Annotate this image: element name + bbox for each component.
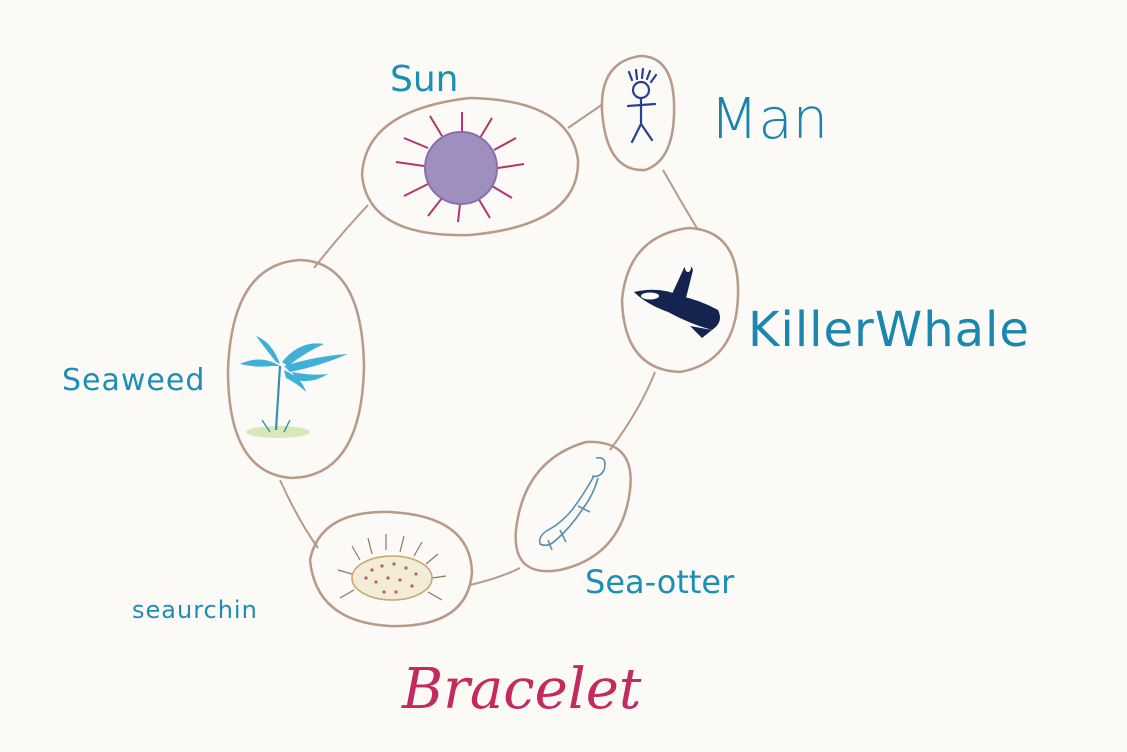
sun-icon bbox=[396, 112, 524, 222]
sea-otter-bead bbox=[516, 442, 631, 571]
string-seaweed-sun bbox=[314, 205, 368, 268]
string-urchin-seaweed bbox=[280, 480, 318, 548]
killer-whale-label: KillerWhale bbox=[748, 306, 1030, 354]
sea-otter-label: Sea-otter bbox=[585, 566, 734, 598]
seaweed-bead bbox=[228, 260, 364, 478]
sea-otter-bead-outline bbox=[516, 442, 631, 571]
man-label: Man bbox=[710, 92, 828, 148]
string-sun-man bbox=[568, 104, 603, 128]
sea-urchin-bead bbox=[310, 512, 472, 626]
string-otter-urchin bbox=[470, 568, 520, 585]
killer-whale-bead bbox=[622, 228, 738, 372]
sea-otter-icon bbox=[540, 458, 605, 550]
man-bead bbox=[602, 56, 674, 170]
sun-label: Sun bbox=[390, 62, 458, 98]
seaweed-label: Seaweed bbox=[62, 366, 205, 396]
stick-figure-icon bbox=[628, 69, 656, 142]
diagram-title: Bracelet bbox=[402, 662, 641, 718]
string-man-whale bbox=[663, 170, 698, 230]
sun-bead bbox=[362, 98, 578, 235]
man-bead-outline bbox=[602, 56, 674, 170]
sea-urchin-label: seaurchin bbox=[132, 598, 258, 622]
string-whale-otter bbox=[610, 372, 655, 450]
sea-urchin-icon bbox=[338, 534, 446, 600]
killer-whale-icon bbox=[634, 264, 720, 338]
seaweed-icon bbox=[240, 336, 348, 438]
